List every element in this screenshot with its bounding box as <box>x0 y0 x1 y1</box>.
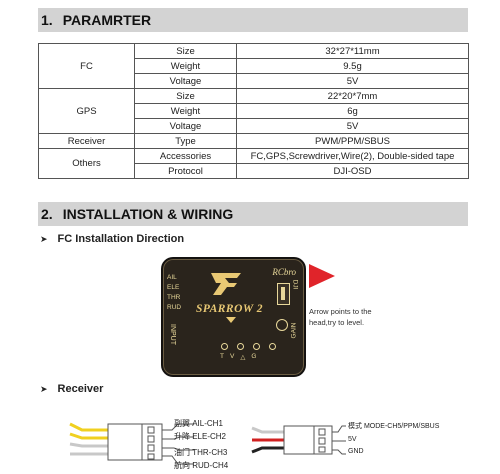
pad-label: △ <box>240 354 246 361</box>
arrow-note: Arrow points to the head,try to level. <box>309 307 372 327</box>
pad-labels: T V △ G <box>220 353 256 361</box>
channel-label: 油门 THR-CH3 <box>174 448 228 457</box>
field-cell: Weight <box>134 103 237 119</box>
table-row: Receiver Type PWM/PPM/SBUS <box>38 133 469 149</box>
value-cell: 6g <box>236 103 469 119</box>
value-cell: FC,GPS,Screwdriver,Wire(2), Double-sided… <box>236 148 469 164</box>
dji-label: DJI <box>291 279 299 290</box>
group-cell: Receiver <box>38 133 135 149</box>
direction-arrow-icon <box>309 264 335 288</box>
section-number: 1. <box>41 12 53 28</box>
value-cell: 22*20*7mm <box>236 88 469 104</box>
receiver-heading: ➤ Receiver <box>40 383 103 395</box>
value-cell: 5V <box>236 118 469 134</box>
field-cell: Weight <box>134 58 237 74</box>
fc-direction-title: FC Installation Direction <box>57 233 185 245</box>
direction-triangle-icon <box>226 317 236 323</box>
table-row: Others Accessories FC,GPS,Screwdriver,Wi… <box>38 148 469 179</box>
channel-label: 航向 RUD-CH4 <box>174 461 229 470</box>
group-cell: GPS <box>38 88 135 134</box>
input-label: INPUT <box>169 324 176 345</box>
receiver-title: Receiver <box>57 383 104 395</box>
pin-label: AIL <box>167 274 177 281</box>
value-cell: 5V <box>236 73 469 89</box>
field-cell: Size <box>134 43 237 59</box>
fc-direction-heading: ➤ FC Installation Direction <box>40 233 184 245</box>
group-cell: FC <box>38 43 135 89</box>
gain-label: GAIN <box>290 322 298 339</box>
channel-label: GND <box>348 448 364 455</box>
channel-label: 升降 ELE-CH2 <box>174 432 227 441</box>
channel-label: 模式 MODE-CH5/PPM/SBUS <box>348 423 440 430</box>
brand-label: RCbro <box>272 267 296 277</box>
field-cell: Accessories <box>134 148 237 164</box>
pin-label: THR <box>167 294 181 301</box>
section-header-parameter: 1. PARAMRTER <box>38 8 468 32</box>
field-cell: Protocol <box>134 163 237 179</box>
receiver-wiring-left <box>69 422 194 465</box>
section-number: 2. <box>41 206 53 222</box>
pin-label: RUD <box>167 304 182 311</box>
value-cell: 9.5g <box>236 58 469 74</box>
value-cell: 32*27*11mm <box>236 43 469 59</box>
model-label: SPARROW 2 <box>196 303 264 315</box>
dji-connector <box>277 283 290 305</box>
receiver-wiring-right <box>251 425 346 455</box>
table-row: Voltage 5V <box>39 73 469 89</box>
value-cell: DJI-OSD <box>236 163 469 179</box>
field-cell: Size <box>134 88 237 104</box>
group-cell: Others <box>38 148 135 179</box>
field-cell: Voltage <box>134 118 237 134</box>
channel-label: 副翼 AIL-CH1 <box>174 419 223 428</box>
bullet-arrow-icon: ➤ <box>40 383 48 394</box>
table-row: FC Size 32*27*11mm <box>38 43 469 89</box>
channel-label: 5V <box>348 436 357 443</box>
pin-labels: AIL ELE THR RUD <box>167 273 181 312</box>
pad-label: T <box>220 353 224 360</box>
table-row: GPS Size 22*20*7mm <box>38 88 469 134</box>
pin-label: ELE <box>167 284 180 291</box>
section-header-installation: 2. INSTALLATION & WIRING <box>38 202 468 226</box>
bullet-arrow-icon: ➤ <box>40 233 48 244</box>
table-row: Protocol DJI-OSD <box>39 163 469 179</box>
field-cell: Type <box>134 133 237 149</box>
gain-pad <box>276 319 288 331</box>
field-cell: Voltage <box>134 73 237 89</box>
brand-logo-icon <box>211 273 241 295</box>
parameter-table: FC Size 32*27*11mm Weight 9.5g Voltage 5… <box>38 43 469 179</box>
pad-label: V <box>229 353 235 360</box>
pad-label: G <box>251 353 257 360</box>
section-title: PARAMRTER <box>62 12 152 28</box>
section-title: INSTALLATION & WIRING <box>62 206 234 222</box>
value-cell: PWM/PPM/SBUS <box>236 133 469 149</box>
flight-controller-board: AIL ELE THR RUD RCbro SPARROW 2 DJI GAIN… <box>161 257 306 377</box>
solder-holes <box>221 343 276 350</box>
